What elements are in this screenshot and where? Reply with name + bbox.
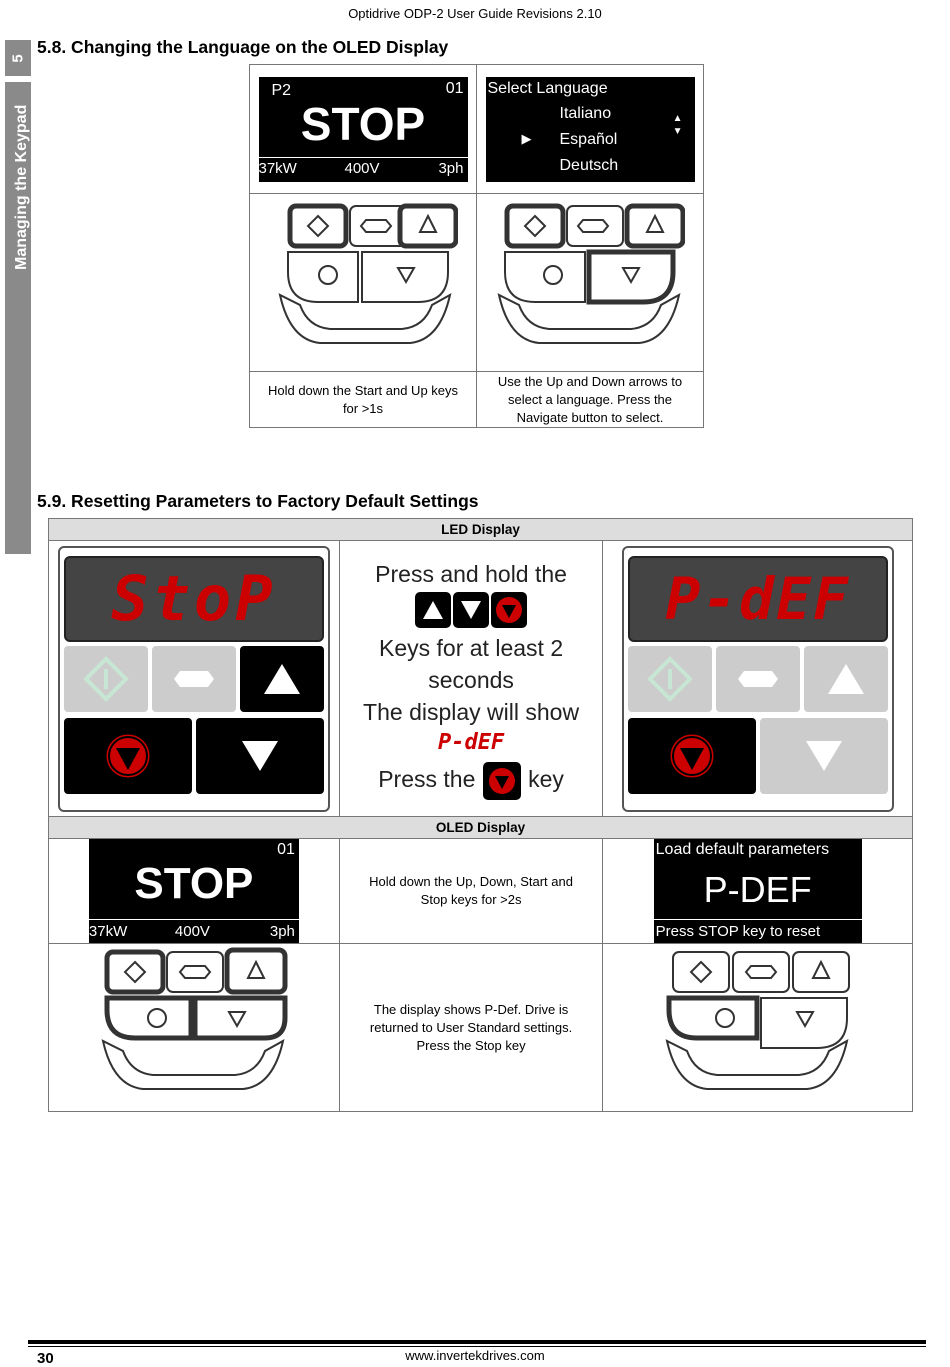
- scroll-up-icon: ▲: [672, 112, 683, 124]
- pdef-seg-text: P-dEF: [437, 729, 505, 755]
- led-instruction-1: Press and hold the: [375, 560, 567, 587]
- keypad-down-cell: [476, 193, 704, 372]
- footer-url: www.invertekdrives.com: [405, 1348, 545, 1363]
- navigate-key: [151, 645, 236, 712]
- led-stop-text: StoP: [111, 561, 277, 635]
- caption-start-up: Hold down the Start and Up keys for >1s: [249, 371, 477, 428]
- oled-voltage: 400V: [174, 923, 210, 940]
- up-key-2: [803, 645, 888, 712]
- keypad-stop-icon: [665, 951, 850, 1090]
- page-number: 30: [37, 1350, 54, 1367]
- oled-pdef-status: P-DEF: [703, 869, 812, 910]
- stop-icon: [667, 731, 717, 780]
- led-pdef-cell: P-dEF: [602, 540, 913, 817]
- start-key: [63, 645, 148, 712]
- keypad-start-up-icon: [278, 203, 459, 344]
- chapter-number-tab: 5: [5, 40, 31, 76]
- keypad-stop-cell: [602, 943, 913, 1112]
- language-option-italiano: Italiano: [559, 104, 612, 122]
- keypad-instruction: The display shows P-Def. Drive is return…: [338, 943, 604, 1112]
- section-title-5-9: 5.9. Resetting Parameters to Factory Def…: [37, 491, 479, 511]
- oled-phase: 3ph: [269, 923, 295, 940]
- keypad-all-keys-icon: [101, 947, 288, 1090]
- stop-key-icon-inline: [482, 761, 521, 800]
- oled-language-cell: Select Language Italiano ▶ Español Deuts…: [476, 64, 704, 194]
- start-icon: [646, 655, 693, 702]
- footer-rule: [28, 1340, 926, 1344]
- keypad-start-up-cell: [249, 193, 477, 372]
- oled-display-bar: OLED Display: [48, 816, 913, 839]
- start-key-2: [627, 645, 712, 712]
- led-stop-panel: StoP: [57, 545, 330, 812]
- oled-instruction: Hold down the Up, Down, Start and Stop k…: [338, 838, 604, 944]
- language-option-espanol: Español: [559, 130, 618, 148]
- keypad-down-icon: [497, 203, 686, 344]
- oled-language-display: Select Language Italiano ▶ Español Deuts…: [485, 76, 695, 182]
- oled-pdef-footer: Press STOP key to reset: [655, 923, 821, 940]
- down-arrow-icon: [805, 740, 842, 771]
- start-icon: [83, 655, 129, 702]
- reset-table: LED Display StoP: [48, 518, 913, 1112]
- led-stop-screen: StoP: [63, 555, 324, 642]
- language-heading: Select Language: [487, 79, 608, 97]
- led-instructions-cell: Press and hold the Keys for at least 2 s…: [338, 540, 604, 817]
- oled-pdef-display: Load default parameters P-DEF Press STOP…: [653, 839, 862, 943]
- page-header: Optidrive ODP-2 User Guide Revisions 2.1…: [348, 6, 602, 21]
- stop-key-icon: [491, 591, 528, 628]
- led-instruction-3: The display will show: [363, 698, 580, 725]
- led-pdef-screen: P-dEF: [627, 555, 888, 642]
- keypad-all-keys-cell: [48, 943, 340, 1112]
- led-display-bar: LED Display: [48, 518, 913, 541]
- up-key: [239, 645, 324, 712]
- led-pdef-text: P-dEF: [665, 564, 850, 633]
- down-key: [195, 717, 324, 794]
- down-key-icon: [453, 591, 490, 628]
- chapter-label: Managing the Keypad: [13, 104, 30, 270]
- oled-power: 37kW: [88, 923, 128, 940]
- oled-stop-display: P2 01 STOP 37kW 400V 3ph: [258, 76, 468, 182]
- oled-stop-cell-2: 01 STOP 37kW 400V 3ph: [48, 838, 340, 944]
- key-combo: [340, 591, 602, 628]
- language-option-deutsch: Deutsch: [559, 156, 619, 174]
- selection-cursor-icon: ▶: [521, 130, 532, 146]
- navigate-icon: [173, 670, 214, 687]
- stop-key: [63, 717, 192, 794]
- oled-pdef-heading: Load default parameters: [655, 841, 830, 858]
- navigate-key-2: [715, 645, 800, 712]
- oled-status: STOP: [300, 97, 426, 150]
- footer-rule-thin: [28, 1346, 926, 1347]
- up-key-icon: [415, 591, 452, 628]
- oled-status: STOP: [134, 859, 254, 908]
- scroll-down-icon: ▼: [672, 125, 683, 137]
- oled-phase: 3ph: [438, 159, 464, 177]
- oled-index: 01: [277, 841, 295, 858]
- stop-key-2: [627, 717, 756, 794]
- oled-stop-display-2: 01 STOP 37kW 400V 3ph: [88, 839, 299, 943]
- oled-power: 37kW: [258, 159, 297, 177]
- navigate-icon: [737, 670, 778, 687]
- language-table: P2 01 STOP 37kW 400V 3ph Select Language…: [249, 64, 704, 428]
- down-arrow-icon: [241, 740, 278, 771]
- oled-stop-cell: P2 01 STOP 37kW 400V 3ph: [249, 64, 477, 194]
- oled-pdef-cell: Load default parameters P-DEF Press STOP…: [602, 838, 913, 944]
- stop-icon: [103, 731, 153, 780]
- led-instruction-2: Keys for at least 2 seconds: [379, 634, 564, 693]
- oled-param: P2: [271, 81, 292, 99]
- led-pdef-panel: P-dEF: [621, 545, 894, 812]
- oled-index: 01: [445, 79, 464, 97]
- chapter-side-tab: [5, 82, 31, 554]
- up-arrow-icon: [827, 663, 864, 694]
- up-arrow-icon: [263, 663, 300, 694]
- led-stop-cell: StoP: [48, 540, 340, 817]
- caption-language-select: Use the Up and Down arrows to select a l…: [476, 371, 704, 428]
- down-key-2: [759, 717, 888, 794]
- section-title-5-8: 5.8. Changing the Language on the OLED D…: [37, 37, 449, 57]
- oled-voltage: 400V: [344, 159, 380, 177]
- led-instruction-4: Press the key: [340, 761, 602, 800]
